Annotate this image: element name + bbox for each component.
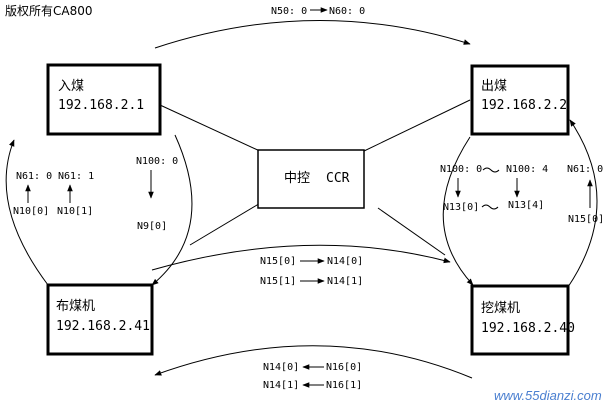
link-chu-mei-center bbox=[361, 99, 471, 153]
node-center-abbr: CCR bbox=[326, 171, 350, 186]
node-ru-mei-ip: 192.168.2.1 bbox=[58, 98, 144, 113]
label-m-n14-0: N14[0] bbox=[327, 256, 363, 267]
arc-bu-mei-ji-to-wa-mei-ji bbox=[151, 244, 451, 271]
tilde-r-bottom bbox=[481, 204, 499, 210]
link-center-bu-mei-ji bbox=[189, 201, 263, 246]
node-ru-mei-name: 入煤 bbox=[58, 79, 84, 94]
node-chu-mei-ip: 192.168.2.2 bbox=[481, 98, 567, 113]
label-l-n61-0: N61: 0 bbox=[16, 171, 52, 182]
link-center-wa-mei-ji bbox=[377, 207, 446, 256]
arc-ru-mei-to-chu-mei bbox=[154, 19, 471, 49]
label-l-n10-0: N10[0] bbox=[13, 206, 49, 217]
label-r-n15-0: N15[0] bbox=[568, 214, 604, 225]
tilde-r-top bbox=[482, 167, 500, 173]
watermark-text: www.55dianzi.com bbox=[494, 388, 602, 403]
node-wa-mei-ji bbox=[470, 284, 570, 356]
label-b-n16-1: N16[1] bbox=[326, 380, 362, 391]
label-top-to: N60: 0 bbox=[329, 6, 365, 17]
node-wa-mei-ji-name: 挖煤机 bbox=[481, 301, 520, 316]
node-bu-mei-ji-ip: 192.168.2.41 bbox=[56, 319, 150, 334]
arc-wa-mei-ji-to-chu-mei bbox=[567, 119, 598, 288]
arc-wa-mei-ji-to-bu-mei-ji bbox=[154, 345, 473, 379]
label-m-n15-0: N15[0] bbox=[260, 256, 296, 267]
node-wa-mei-ji-ip: 192.168.2.40 bbox=[481, 321, 575, 336]
node-center-name: 中控 bbox=[284, 171, 310, 186]
label-m-n14-1: N14[1] bbox=[327, 276, 363, 287]
label-l-n9-0: N9[0] bbox=[137, 221, 167, 232]
copyright-text: 版权所有CA800 bbox=[5, 4, 93, 18]
label-l-n100-0: N100: 0 bbox=[136, 156, 178, 167]
node-center bbox=[257, 149, 365, 209]
arc-ru-mei-to-bu-mei-ji bbox=[151, 134, 193, 286]
node-ru-mei bbox=[46, 63, 162, 136]
label-l-n10-1: N10[1] bbox=[57, 206, 93, 217]
label-l-n61-1: N61: 1 bbox=[58, 171, 94, 182]
label-r-n100-4: N100: 4 bbox=[506, 164, 548, 175]
label-b-n14-1: N14[1] bbox=[263, 380, 299, 391]
label-b-n14-0: N14[0] bbox=[263, 362, 299, 373]
node-bu-mei-ji bbox=[46, 283, 154, 356]
label-b-n16-0: N16[0] bbox=[326, 362, 362, 373]
node-bu-mei-ji-name: 布煤机 bbox=[56, 299, 95, 314]
label-top-from: N50: 0 bbox=[271, 6, 307, 17]
label-m-n15-1: N15[1] bbox=[260, 276, 296, 287]
arc-chu-mei-to-wa-mei-ji bbox=[442, 136, 474, 286]
link-ru-mei-center bbox=[159, 104, 263, 153]
arc-bu-mei-ji-to-ru-mei bbox=[5, 139, 49, 286]
node-chu-mei-name: 出煤 bbox=[481, 79, 507, 94]
label-r-n61-0: N61: 0 bbox=[567, 164, 603, 175]
label-r-n13-0: N13[0] bbox=[443, 202, 479, 213]
label-r-n13-4: N13[4] bbox=[508, 200, 544, 211]
label-r-n100-0: N100: 0 bbox=[440, 164, 482, 175]
node-chu-mei bbox=[470, 64, 570, 136]
